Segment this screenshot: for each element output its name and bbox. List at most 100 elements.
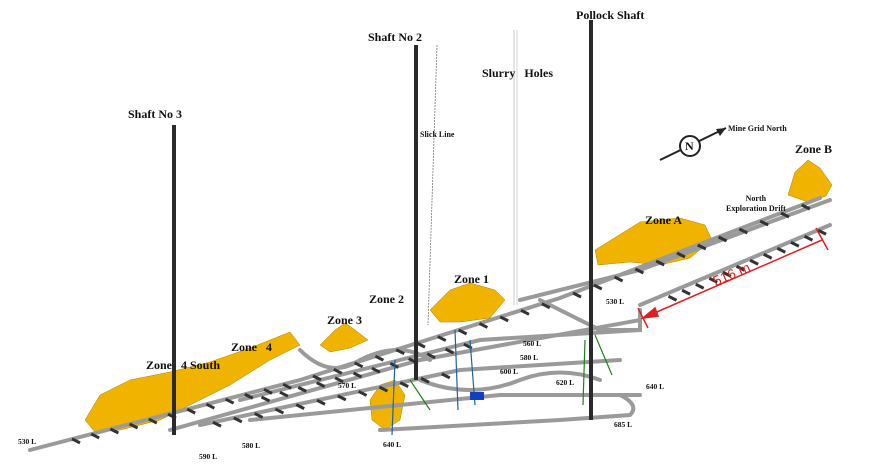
drift-stub (128, 422, 139, 430)
drift-stub (634, 267, 645, 275)
drift-stub (109, 427, 120, 435)
drift-685 (378, 393, 636, 432)
level-label-580: 580 L (520, 353, 539, 362)
zone-4-south-label: Zone 4 South (146, 358, 221, 372)
drift-stub (593, 283, 603, 291)
slurry-holes-label: Slurry Holes (482, 66, 553, 80)
drift-label-line-1: North (745, 194, 767, 203)
north-symbol: N (685, 139, 694, 153)
drift-stub (333, 367, 343, 375)
drift-stub (681, 288, 691, 296)
drift-stub (759, 219, 769, 227)
level-label-580-west: 580 L (242, 441, 261, 450)
drift-stub (316, 381, 326, 388)
raise (409, 379, 431, 411)
raises (391, 329, 613, 436)
drift-stub (776, 246, 786, 254)
drift-stub (499, 315, 509, 323)
zone-b-label: Zone B (795, 142, 833, 156)
zone-3-ore (319, 322, 369, 353)
drift-stub (695, 282, 705, 290)
level-label-640-east: 640 L (646, 382, 665, 391)
drift-stub (263, 387, 273, 395)
dimension-line (637, 227, 829, 329)
drift-stub (763, 252, 773, 260)
zone-a-label: Zone A (645, 213, 683, 227)
drift-stub (817, 228, 827, 236)
drift-stub (416, 341, 426, 349)
drift-stub (803, 234, 814, 242)
drift-stub (708, 276, 718, 284)
level-label-685: 685 L (614, 420, 633, 429)
drift-label-line-2: Exploration Drift (726, 204, 786, 213)
level-label-640-west: 640 L (383, 440, 402, 449)
drift-stub (374, 354, 385, 362)
drift-stub (395, 348, 405, 356)
zone-2-label: Zone 2 (369, 292, 405, 306)
zone-4-label: Zone 4 (231, 340, 273, 354)
level-label-620: 620 L (556, 378, 575, 387)
drift-stub (780, 211, 790, 219)
drift-stub (801, 203, 811, 211)
north-exploration-drift-label: North Exploration Drift (726, 194, 786, 214)
drift-stub (295, 403, 305, 410)
drift-stub (71, 437, 81, 445)
raise (582, 339, 586, 406)
shaft-no-2-label: Shaft No 2 (368, 30, 423, 44)
drift-stub (378, 385, 389, 393)
drift-stub (478, 322, 489, 329)
drift-stub (253, 412, 264, 419)
drift-stub (738, 227, 749, 235)
zone-3-label: Zone 3 (327, 313, 363, 327)
drift-stub (735, 264, 746, 272)
drift-stub (205, 402, 216, 410)
exploration-drift (638, 223, 832, 307)
drift-620 (248, 393, 642, 422)
drift-stub (667, 294, 678, 302)
level-label-600: 600 L (500, 367, 519, 376)
drift-stub (353, 361, 364, 369)
drift-stub (186, 407, 196, 415)
drift-stub (274, 407, 285, 415)
drift-stub (224, 397, 235, 405)
drift-stub (717, 235, 728, 243)
drift-stub (90, 432, 100, 440)
shaft-no-3-label: Shaft No 3 (128, 107, 183, 121)
raise (391, 359, 396, 436)
crosscut-a (538, 298, 642, 332)
drift-stub (212, 420, 222, 428)
drift-stub (244, 392, 254, 400)
drift-stub (352, 371, 363, 379)
drift-stub (357, 390, 368, 397)
north-arrow-icon (659, 127, 727, 161)
drift-stub (722, 270, 732, 278)
drift-stub (790, 240, 800, 248)
level-label-560: 560 L (523, 339, 542, 348)
drift-stub (260, 395, 271, 403)
drift-stub (297, 386, 307, 393)
blue-structure (470, 392, 484, 400)
drift-stub (399, 381, 409, 388)
mine-grid-north-label: Mine Grid North (728, 124, 787, 133)
drift-stub (437, 335, 447, 342)
drift-stub (312, 374, 322, 382)
drift-stub (316, 398, 326, 406)
drift-stub (541, 302, 551, 310)
drift-stub (371, 366, 381, 374)
drift-stub (572, 291, 582, 299)
drift-590 (198, 358, 622, 427)
drift-stub (749, 258, 759, 266)
arrow-head-icon (640, 306, 660, 320)
drift-stub (697, 243, 707, 251)
level-label-570: 570 L (338, 381, 357, 390)
drift-stub (282, 382, 292, 390)
raise (454, 329, 459, 411)
drift-stub (148, 417, 158, 425)
level-label-530-east: 530 L (606, 297, 625, 306)
drift-stub (676, 251, 686, 259)
drift-stub (655, 259, 665, 267)
ramp-b (418, 370, 602, 392)
slick-line-label: Slick Line (420, 130, 455, 139)
zone-1-ore (429, 282, 506, 323)
